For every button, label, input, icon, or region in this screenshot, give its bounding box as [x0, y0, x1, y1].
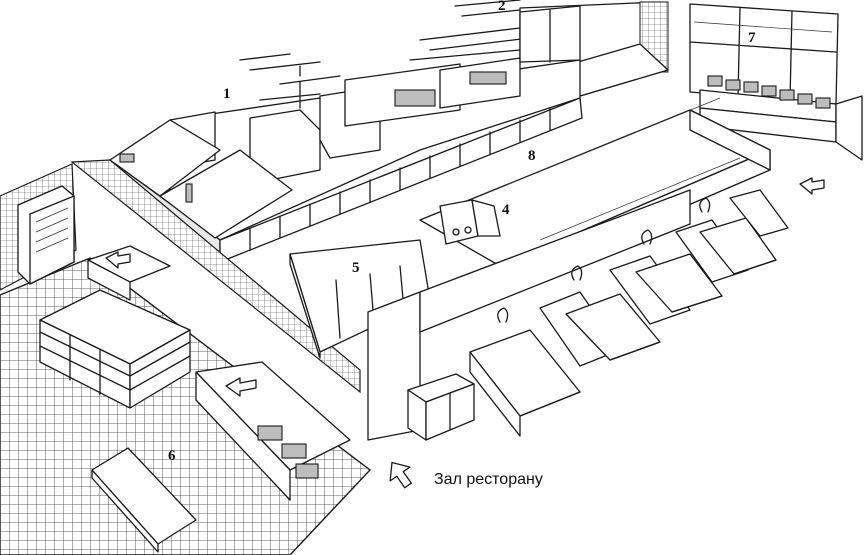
coffee-machine-4 — [439, 199, 501, 245]
dining-booths — [407, 189, 789, 441]
label-5: 5 — [352, 260, 360, 276]
cabinet-doors — [249, 107, 551, 251]
cash-counter — [699, 75, 863, 161]
label-2: 2 — [498, 0, 506, 14]
chair-icons — [497, 197, 711, 323]
label-6: 6 — [168, 448, 176, 464]
exhaust-hoods — [239, 0, 531, 109]
partition-tiled-wall — [70, 159, 361, 394]
work-table: 6 — [91, 447, 197, 553]
hall-entrance-arrow-icon — [389, 177, 825, 489]
refrigerator-cabinet — [17, 185, 75, 285]
storage-room-6: 6 — [0, 163, 372, 555]
label-1: 1 — [223, 86, 231, 102]
side-cabinet — [407, 373, 475, 441]
label-8: 8 — [528, 148, 536, 164]
label-7: 7 — [748, 30, 756, 46]
label-4: 4 — [502, 202, 510, 218]
storage-shelving — [39, 245, 191, 409]
caption-restaurant-hall: Зал ресторану — [434, 471, 543, 488]
cooking-line: 2 1 — [109, 0, 583, 263]
arrow-icon — [105, 251, 257, 397]
serving-area: 8 4 5 — [289, 97, 771, 441]
cash-register-row — [707, 75, 831, 109]
